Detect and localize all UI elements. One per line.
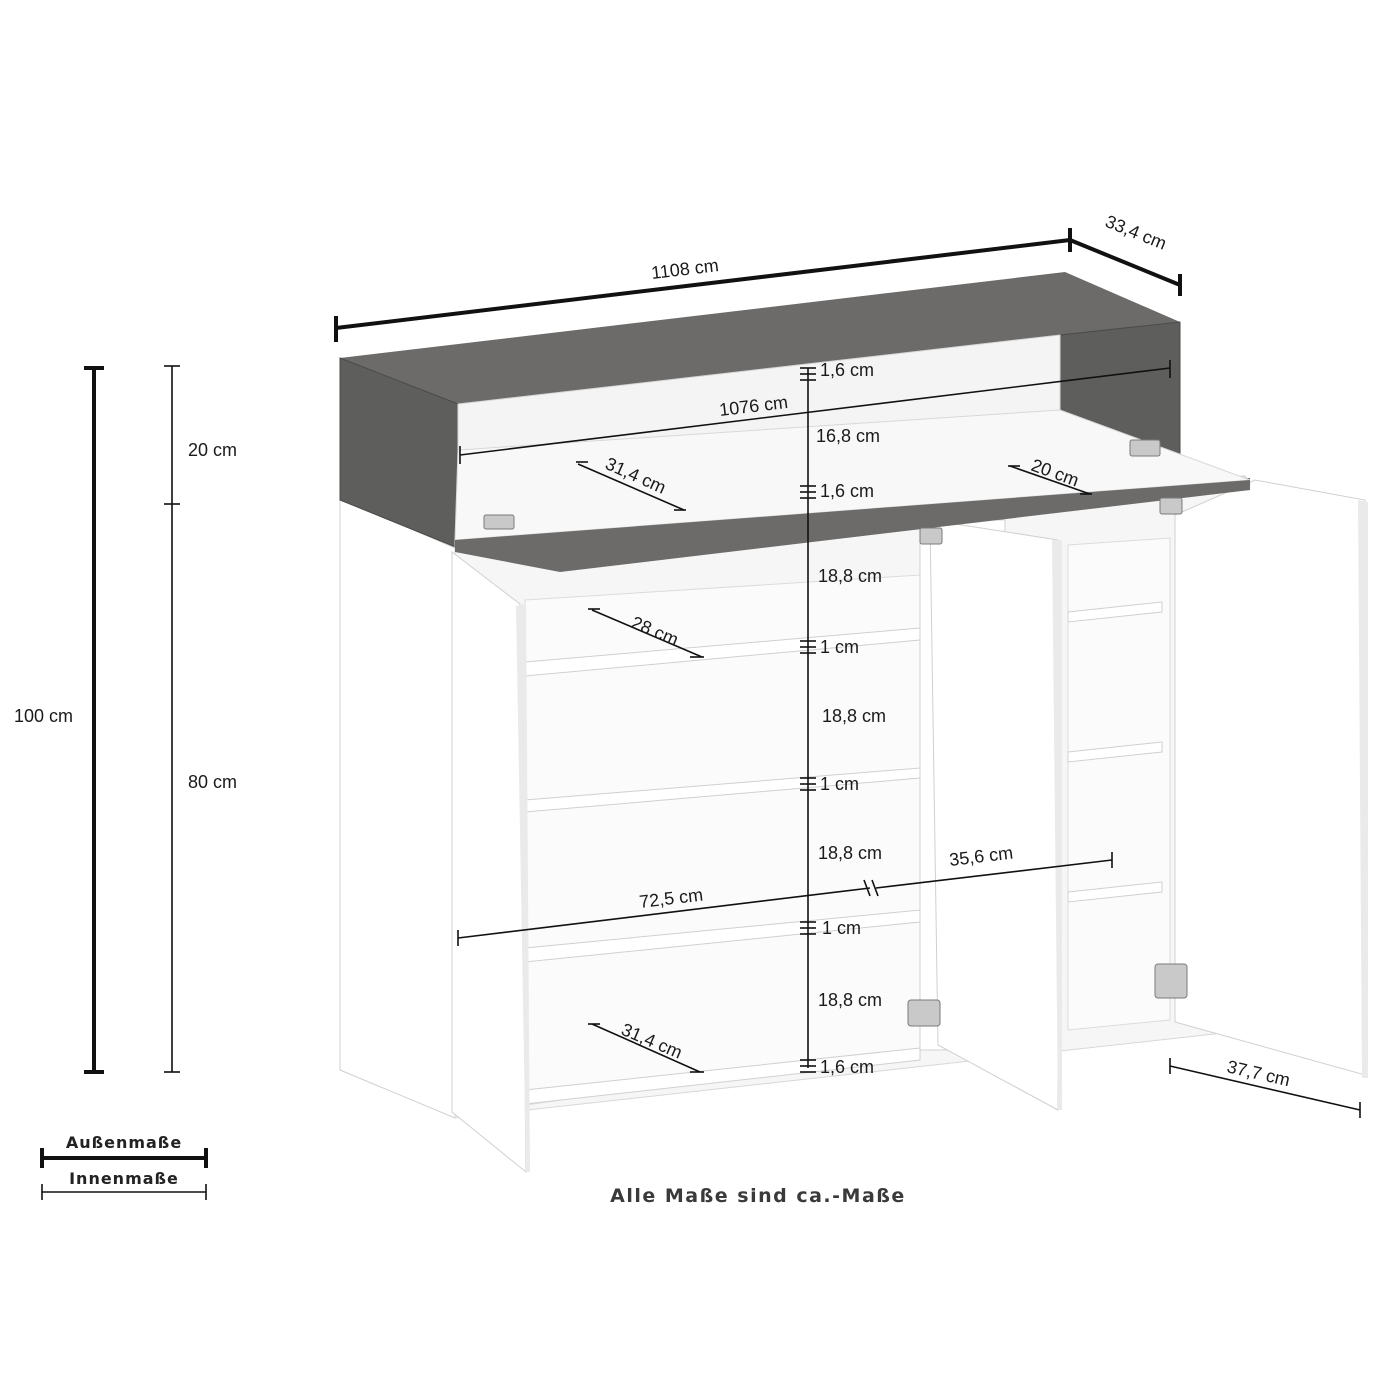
label-compartment-1: 18,8 cm — [818, 566, 882, 586]
stack-ticks — [800, 367, 816, 1073]
dim-shelf-depth-bottom — [591, 1023, 701, 1073]
label-bottom-board: 1,6 cm — [820, 1057, 874, 1077]
legend-outer-label: Außenmaße — [66, 1133, 182, 1152]
dim-outer-depth — [1069, 238, 1181, 287]
dim-shelf-depth-top — [591, 609, 703, 658]
label-compartment-2: 18,8 cm — [822, 706, 886, 726]
hinge-icon — [1129, 439, 1161, 457]
label-lower-height: 80 cm — [188, 772, 237, 792]
right-door — [1174, 479, 1366, 1076]
label-niche-height: 16,8 cm — [816, 426, 880, 446]
hinge-icon — [1159, 497, 1183, 515]
shelf-right-2 — [1067, 741, 1163, 763]
hinge-icon — [907, 999, 941, 1027]
right-compartment — [1067, 537, 1171, 1031]
dim-inner-width-right — [875, 859, 1113, 889]
dim-door-width — [1169, 1065, 1361, 1111]
label-shelf-3: 1 cm — [822, 918, 861, 938]
cabinet-drawing — [339, 272, 1368, 1174]
label-upper-height: 20 cm — [188, 440, 237, 460]
shelf-right-3 — [1067, 881, 1163, 903]
shelf-right-1 — [1067, 601, 1163, 623]
label-mid-board: 1,6 cm — [820, 481, 874, 501]
dim-niche-depth-left — [577, 463, 685, 511]
hinge-icon — [1154, 963, 1188, 999]
dim-inner-width-left — [457, 887, 871, 939]
dimension-lines — [84, 228, 1361, 1118]
top-lid — [340, 272, 1180, 404]
label-outer-width: 1108 cm — [650, 255, 720, 283]
label-compartment-3: 18,8 cm — [818, 843, 882, 863]
flap-front — [455, 480, 1250, 572]
center-door — [929, 519, 1059, 1111]
right-door-edge — [1358, 500, 1368, 1078]
cabinet-left-side — [339, 497, 456, 1119]
hinge-icon — [919, 527, 943, 545]
dim-outer-width — [335, 238, 1071, 330]
legend: Außenmaße Innenmaße — [40, 1133, 208, 1200]
left-door-edge — [516, 604, 530, 1172]
dim-niche-depth-right — [1009, 465, 1091, 495]
label-shelf-1: 1 cm — [820, 637, 859, 657]
left-door — [451, 550, 527, 1174]
label-shelf-2: 1 cm — [820, 774, 859, 794]
hinge-icon — [483, 514, 515, 530]
label-door-width: 37,7 cm — [1225, 1056, 1292, 1090]
center-door-edge — [1052, 540, 1062, 1110]
label-compartment-4: 18,8 cm — [818, 990, 882, 1010]
label-outer-depth: 33,4 cm — [1103, 211, 1170, 254]
label-top-board: 1,6 cm — [820, 360, 874, 380]
dim-inner-top-width — [459, 367, 1171, 456]
legend-inner-label: Innenmaße — [69, 1169, 179, 1188]
label-total-height: 100 cm — [14, 706, 73, 726]
approximate-note: Alle Maße sind ca.-Maße — [610, 1185, 906, 1207]
